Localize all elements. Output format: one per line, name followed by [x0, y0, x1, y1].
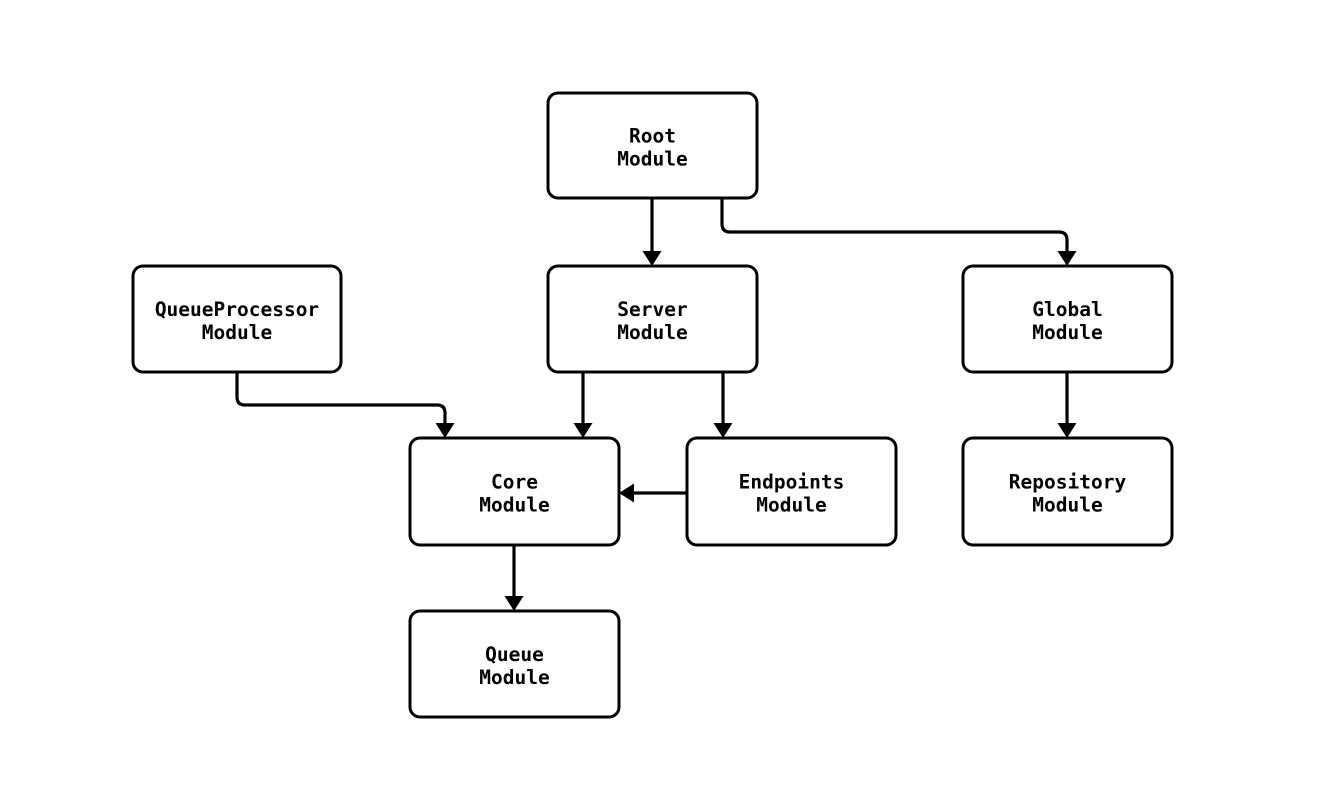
- node-box-root: [546, 91, 759, 200]
- arrowhead-global-to-repository: [1057, 423, 1077, 438]
- node-box-endpoints: [685, 436, 898, 547]
- arrowhead-root-to-global: [1057, 251, 1077, 266]
- node-box-server: [546, 264, 759, 374]
- node-box-global: [961, 264, 1174, 374]
- node-box-repository: [961, 436, 1174, 547]
- edge-queueprocessor-to-core: [235, 372, 447, 426]
- node-box-core: [408, 436, 621, 547]
- arrowhead-queueprocessor-to-core: [435, 423, 455, 438]
- arrowhead-endpoints-to-core: [619, 483, 634, 503]
- arrowhead-server-to-endpoints: [713, 423, 733, 438]
- arrowhead-root-to-server: [642, 251, 662, 266]
- arrowhead-core-to-queue: [504, 596, 524, 611]
- node-box-queueprocessor: [131, 264, 343, 374]
- edge-root-to-global: [720, 198, 1069, 254]
- arrowhead-server-to-core: [573, 423, 593, 438]
- node-box-queue: [408, 609, 621, 719]
